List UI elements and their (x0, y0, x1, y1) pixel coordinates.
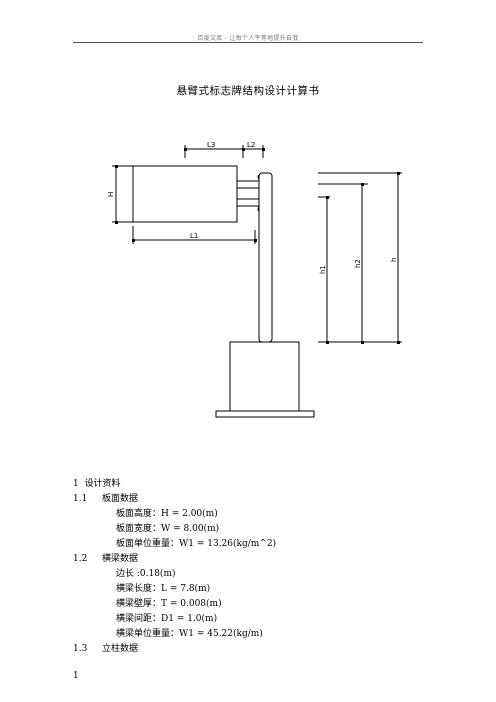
foundation-base (215, 410, 315, 418)
list-item: 边长 :0.18(m) (116, 569, 176, 579)
foundation-block (229, 341, 300, 412)
list-item: 板面高度：H = 2.00(m) (116, 509, 218, 519)
dim-label-l2: L2 (247, 141, 255, 149)
section-1-title: 设计资料 (84, 479, 121, 489)
crossbeam-upper (236, 180, 260, 189)
dim-label-h: h (390, 258, 398, 262)
list-item: 板面宽度：W = 8.00(m) (116, 524, 220, 534)
section-1-1-title: 板面数据 (102, 494, 139, 504)
dim-label-h-board: H (107, 192, 115, 197)
sign-board (132, 165, 238, 223)
list-item: 横梁壁厚：T = 0.008(m) (116, 599, 222, 609)
header-rule (73, 42, 423, 43)
column (258, 172, 273, 343)
dim-label-l1: L1 (190, 232, 198, 240)
section-1-number: 1 (73, 479, 79, 489)
section-1-2-number: 1.2 (73, 554, 88, 564)
section-1-2-title: 横梁数据 (102, 554, 139, 564)
section-1-1-number: 1.1 (73, 494, 88, 504)
section-1-3-title: 立柱数据 (102, 644, 139, 654)
page-number: 1 (73, 671, 79, 681)
section-1-3-number: 1.3 (73, 644, 88, 654)
section-1-1: 1.1 板面数据 (73, 491, 138, 504)
section-1: 1 设计资料 (73, 476, 120, 489)
section-1-2: 1.2 横梁数据 (73, 551, 138, 564)
section-1-3: 1.3 立柱数据 (73, 641, 138, 654)
list-item: 横梁间距：D1 = 1.0(m) (116, 614, 218, 624)
list-item: 横梁长度：L = 7.8(m) (116, 584, 211, 594)
dim-label-l3: L3 (207, 141, 215, 149)
dim-label-h2: h2 (354, 259, 362, 268)
document-title: 悬臂式标志牌结构设计计算书 (176, 85, 320, 97)
page-header: 百度文库 - 让每个人平等地提升自我 (197, 35, 299, 42)
list-item: 横梁单位重量：W1 = 45.22(kg/m) (116, 629, 263, 639)
dim-label-h1: h1 (319, 265, 327, 274)
crossbeam-lower (236, 198, 260, 207)
list-item: 板面单位重量：W1 = 13.26(kg/m^2) (116, 539, 277, 549)
